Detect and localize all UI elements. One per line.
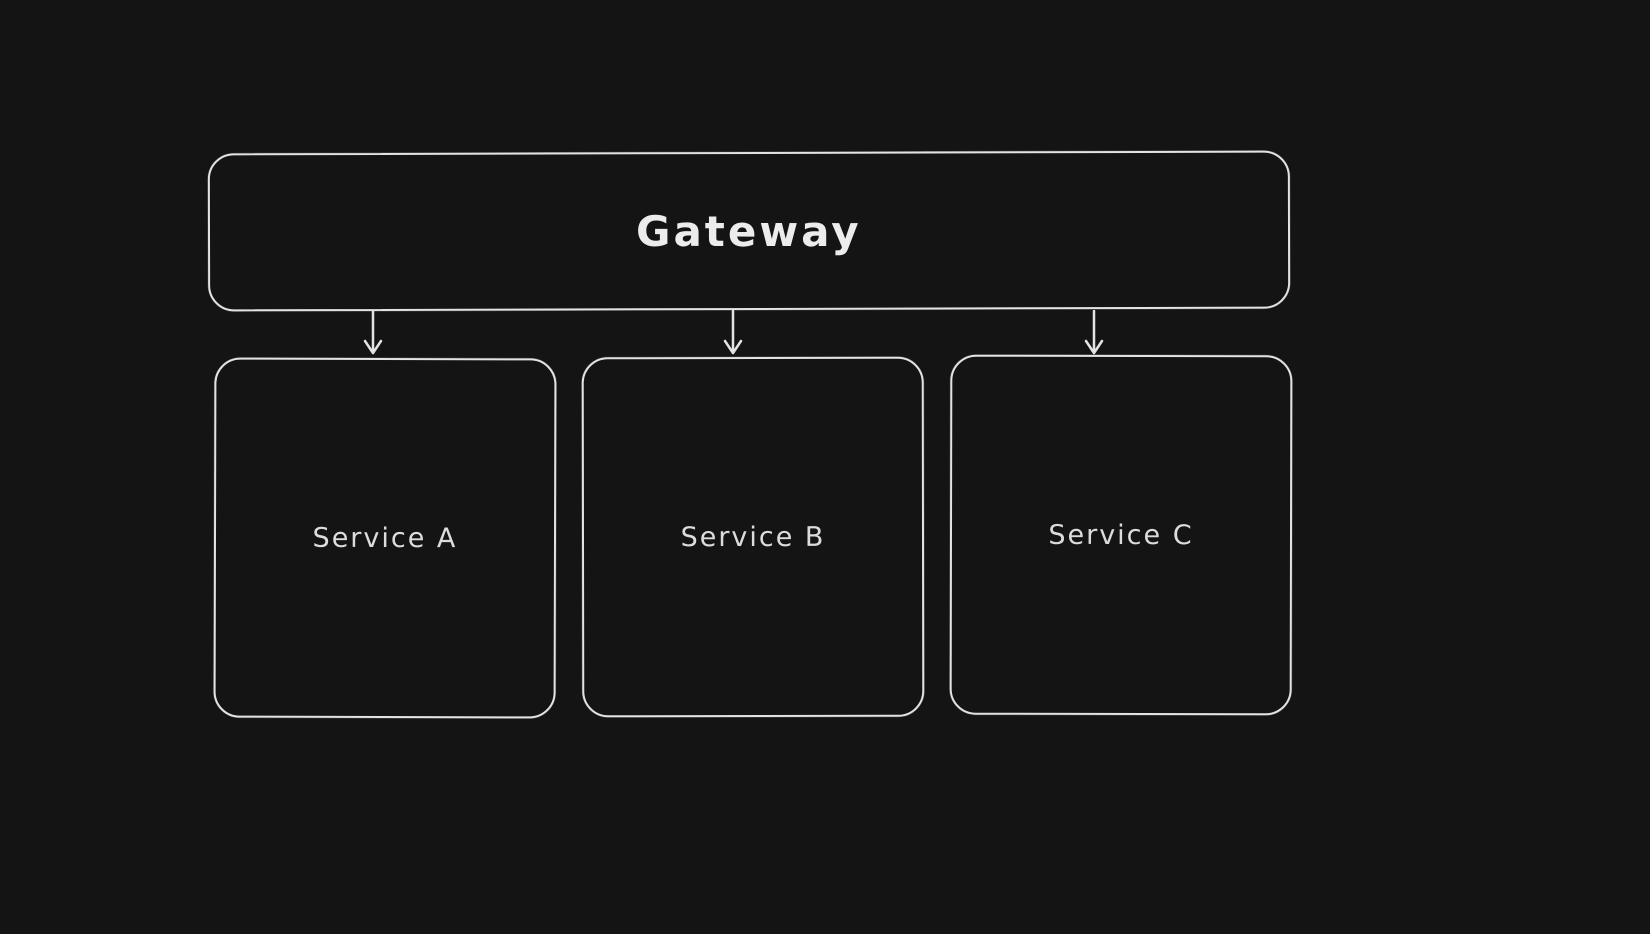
arrow-gateway-to-service-b-icon[interactable]: [713, 310, 753, 358]
service-a-node[interactable]: Service A: [213, 357, 557, 719]
service-b-node[interactable]: Service B: [581, 356, 925, 718]
service-a-label: Service A: [312, 522, 458, 554]
arrow-gateway-to-service-c-icon[interactable]: [1074, 310, 1114, 358]
arrow-gateway-to-service-a-icon[interactable]: [353, 310, 393, 358]
service-c-label: Service C: [1048, 519, 1194, 551]
gateway-node[interactable]: Gateway: [207, 150, 1291, 312]
service-b-label: Service B: [680, 521, 826, 553]
gateway-label: Gateway: [636, 206, 862, 256]
service-c-node[interactable]: Service C: [949, 354, 1293, 716]
